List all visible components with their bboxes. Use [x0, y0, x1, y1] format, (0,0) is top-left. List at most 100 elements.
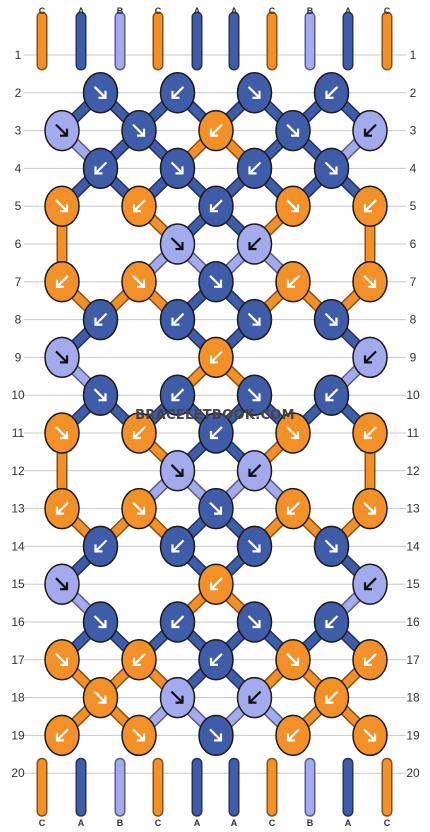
knot-arrow-head-icon — [363, 657, 372, 666]
row-number-right: 20 — [406, 766, 420, 780]
strand-label-top: B — [307, 6, 314, 16]
knot-arrow-head-icon — [98, 695, 107, 704]
knot-arrow-icon — [364, 199, 377, 212]
knot-arrow-head-icon — [329, 166, 338, 175]
knot-arrow-icon — [364, 426, 377, 439]
strand-label-top: C — [39, 6, 46, 16]
knot-arrow-head-icon — [137, 279, 146, 288]
row-number-left: 11 — [12, 426, 25, 440]
knot-arrow-head-icon — [209, 355, 218, 364]
strand-label-top: C — [384, 6, 391, 16]
knot — [44, 336, 80, 379]
knot-arrow-head-icon — [252, 317, 261, 326]
knot-arrow-icon — [286, 653, 299, 666]
strand-label-bottom: C — [269, 818, 276, 828]
knot — [121, 714, 157, 757]
row-number-left: 9 — [15, 350, 22, 364]
knot — [352, 261, 388, 303]
knot-arrow-head-icon — [363, 204, 372, 213]
knot-arrow-head-icon — [209, 582, 218, 591]
knot-arrow-icon — [133, 199, 146, 212]
knot-arrow-icon — [170, 161, 184, 175]
strand-label-top: B — [117, 6, 124, 16]
knot — [275, 412, 311, 454]
knot — [44, 563, 80, 605]
knot-arrow-icon — [170, 237, 184, 250]
knot-arrow-head-icon — [291, 657, 300, 666]
knot — [44, 639, 80, 681]
knot-arrow-head-icon — [175, 468, 184, 477]
knot-arrow-head-icon — [248, 695, 257, 704]
knot — [121, 412, 157, 454]
knot-arrow-icon — [248, 690, 262, 704]
row-number-right: 13 — [406, 502, 420, 516]
knot-arrow-head-icon — [325, 695, 334, 704]
row-number-right: 3 — [410, 124, 417, 138]
knot-arrow-head-icon — [60, 582, 69, 591]
knot — [159, 298, 196, 341]
knot — [82, 676, 119, 719]
row-number-left: 18 — [11, 691, 25, 705]
watermark-text: BRACELETBOOK.COM — [135, 408, 295, 423]
knot-arrow-head-icon — [286, 279, 295, 288]
knot-arrow-icon — [210, 123, 223, 137]
knot-arrow-icon — [170, 690, 184, 704]
knot-arrow-icon — [55, 123, 68, 137]
knot-arrow-icon — [248, 464, 262, 477]
knot — [275, 714, 311, 757]
row-number-right: 17 — [406, 653, 420, 667]
knot-arrow-head-icon — [94, 544, 103, 553]
knot-arrow-icon — [325, 86, 339, 99]
knot-arrow-icon — [171, 539, 185, 553]
knot-arrow-icon — [247, 615, 261, 628]
knot — [236, 147, 273, 190]
knot-arrow-icon — [247, 86, 261, 99]
knot-arrow-head-icon — [171, 393, 180, 402]
knot — [352, 563, 388, 605]
knot — [198, 261, 234, 303]
knot-arrow-head-icon — [252, 620, 261, 629]
row-number-right: 14 — [406, 539, 420, 553]
knot-arrow-icon — [56, 728, 69, 742]
knot — [44, 487, 80, 530]
knot-arrow-head-icon — [252, 393, 261, 402]
knot-arrow-head-icon — [94, 166, 103, 175]
row-number-left: 16 — [11, 615, 25, 629]
knot-arrow-icon — [210, 653, 223, 666]
row-number-left: 1 — [15, 48, 22, 62]
knot — [352, 109, 388, 152]
knot — [198, 639, 234, 681]
row-number-left: 3 — [15, 124, 22, 138]
knot-arrow-icon — [364, 123, 377, 137]
row-number-left: 15 — [11, 577, 25, 591]
knot — [313, 601, 350, 643]
knot-arrow-head-icon — [209, 128, 218, 137]
knot-arrow-icon — [364, 653, 377, 666]
knot-arrow-icon — [210, 577, 223, 590]
knot-arrow-icon — [209, 501, 222, 515]
knot — [159, 223, 196, 265]
knot — [121, 487, 157, 530]
knot-arrow-head-icon — [175, 166, 184, 175]
strand-label-bottom: B — [307, 818, 314, 828]
knot-arrow-head-icon — [363, 582, 372, 591]
knot — [159, 147, 196, 190]
knot-arrow-icon — [248, 237, 262, 250]
row-number-left: 5 — [15, 199, 22, 213]
strand-label-top: C — [155, 6, 162, 16]
knot — [236, 525, 273, 568]
knot — [44, 261, 80, 303]
knot-arrow-icon — [56, 275, 69, 288]
knot-arrow-icon — [93, 615, 107, 628]
row-number-right: 16 — [406, 615, 420, 629]
knot-arrow-icon — [364, 577, 377, 590]
knot-arrow-head-icon — [132, 431, 141, 440]
strand-label-bottom: A — [194, 818, 201, 828]
knot-arrow-icon — [324, 312, 338, 326]
knot-arrow-head-icon — [286, 733, 295, 742]
knot — [121, 639, 157, 681]
knot-arrow-icon — [247, 312, 261, 326]
knot-arrow-head-icon — [214, 733, 223, 742]
knot — [275, 109, 311, 152]
knot-arrow-head-icon — [55, 506, 64, 515]
